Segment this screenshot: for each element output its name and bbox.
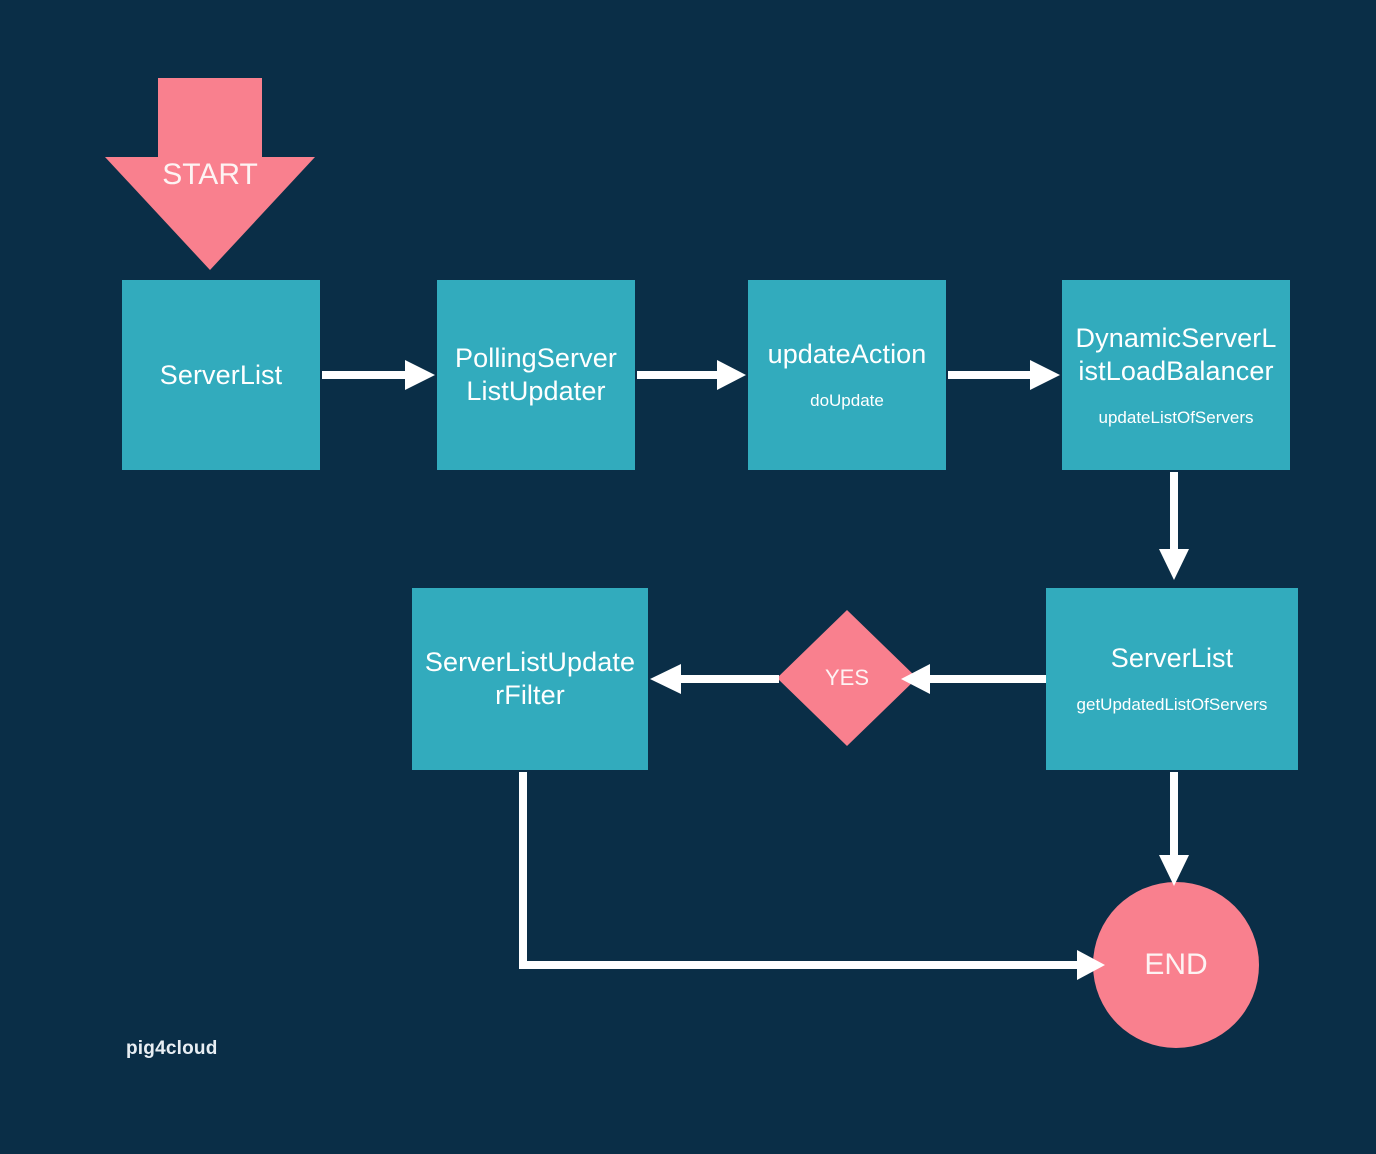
- connector-update-action-to-dynamic-lb: [948, 360, 1060, 390]
- connector-server-list-2-to-decision: [901, 664, 1046, 694]
- connector-layer: [322, 360, 1189, 980]
- connector-dynamic-lb-to-server-list-2: [1159, 472, 1189, 580]
- connector-server-list-to-polling: [322, 360, 435, 390]
- watermark-pig4cloud: pig4cloud: [126, 1038, 218, 1059]
- connector-server-list-2-to-end: [1159, 772, 1189, 886]
- start-terminal-shape[interactable]: [105, 78, 315, 270]
- node-polling-server-list-updater-shape[interactable]: [437, 280, 635, 470]
- connector-polling-to-update-action: [637, 360, 746, 390]
- connector-decision-to-filter: [650, 664, 779, 694]
- connector-filter-to-end: [519, 772, 1105, 980]
- node-server-list-2-shape[interactable]: [1046, 588, 1298, 770]
- decision-yes-shape[interactable]: [777, 610, 917, 746]
- node-server-list-updater-filter-shape[interactable]: [412, 588, 648, 770]
- node-update-action-shape[interactable]: [748, 280, 946, 470]
- node-dynamic-server-list-load-balancer-shape[interactable]: [1062, 280, 1290, 470]
- node-server-list-1-shape[interactable]: [122, 280, 320, 470]
- end-terminal-shape[interactable]: [1093, 882, 1259, 1048]
